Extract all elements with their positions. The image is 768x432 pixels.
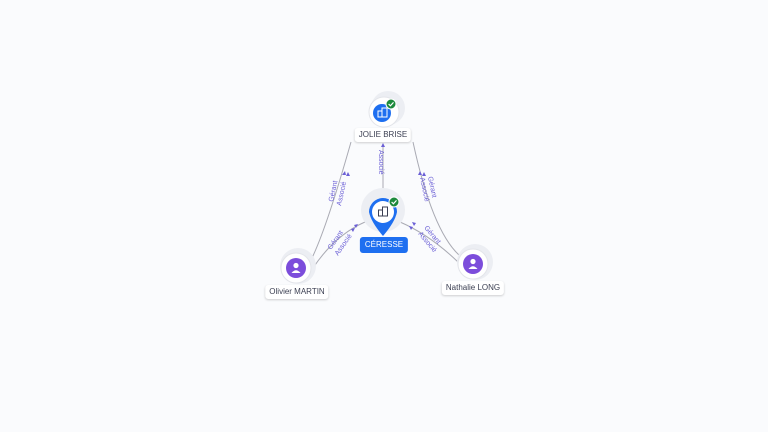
building-icon — [378, 206, 388, 217]
verified-check-icon — [385, 98, 397, 110]
node-olivier-martin[interactable] — [280, 248, 316, 284]
edge-label-ceresse-jolie: Associé — [377, 150, 384, 175]
edge-label-nathalie-jolie-1: Gérant — [426, 176, 437, 198]
edge-olivier-ceresse — [312, 221, 366, 269]
node-label-olivier-martin[interactable]: Olivier MARTIN — [265, 285, 329, 299]
edge-label-olivier-jolie-1: Gérant — [328, 180, 339, 202]
edge-label-olivier-jolie-2: Associé — [336, 181, 348, 207]
arrow-olivier-jolie-2 — [346, 172, 350, 176]
arrow-olivier-ceresse-1 — [351, 228, 355, 232]
arrow-nathalie-ceresse-2 — [412, 222, 416, 226]
edge-nathalie-jolie — [412, 141, 460, 256]
node-nathalie-long[interactable] — [457, 244, 493, 280]
edge-olivier-jolie — [310, 141, 352, 261]
node-label-jolie-brise[interactable]: JOLIE BRISE — [354, 128, 412, 142]
arrow-nathalie-ceresse-1 — [409, 226, 413, 230]
person-icon — [291, 262, 301, 273]
edge-label-nathalie-jolie-2: Associé — [418, 177, 430, 203]
node-label-nathalie-long[interactable]: Nathalie LONG — [441, 281, 505, 295]
person-icon — [468, 258, 478, 269]
verified-check-icon — [388, 196, 400, 208]
arrow-nathalie-jolie-1 — [418, 171, 422, 175]
arrow-olivier-jolie-1 — [342, 171, 346, 175]
arrow-olivier-ceresse-2 — [354, 224, 358, 228]
building-icon — [377, 107, 388, 118]
node-ceresse[interactable] — [361, 188, 405, 236]
node-label-ceresse[interactable]: CÉRESSE — [359, 237, 409, 253]
arrow-nathalie-jolie-2 — [422, 172, 426, 176]
edge-nathalie-ceresse — [399, 221, 459, 263]
node-jolie-brise[interactable] — [368, 91, 405, 128]
arrow-ceresse-jolie — [381, 143, 385, 147]
